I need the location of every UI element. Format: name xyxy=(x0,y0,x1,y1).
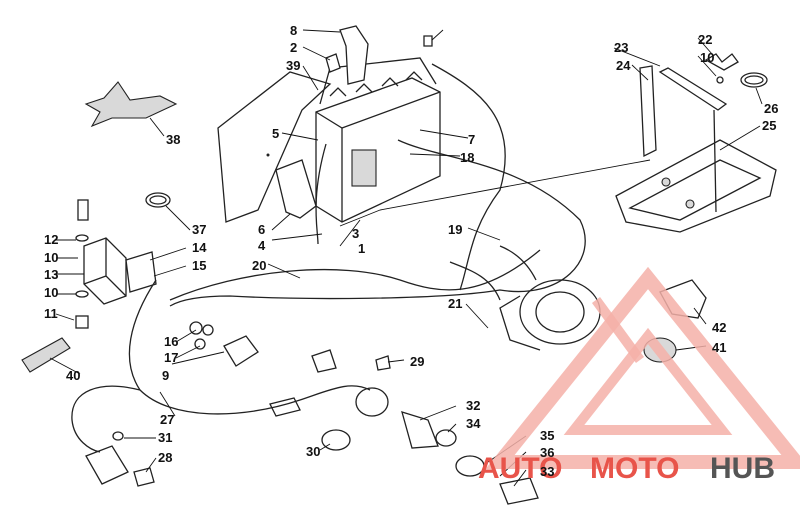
wire-sleeve xyxy=(21,337,71,373)
callout-23: 23 xyxy=(614,40,628,55)
callout-26: 26 xyxy=(764,101,778,116)
callout-25: 25 xyxy=(762,118,776,133)
battery-screw xyxy=(423,35,433,47)
key-switch xyxy=(355,387,539,505)
callout-20: 20 xyxy=(252,258,266,273)
callout-16: 16 xyxy=(164,334,178,349)
clamp-ring-37 xyxy=(145,192,171,208)
callout-7: 7 xyxy=(468,132,475,147)
watermark-text-auto: AUTO xyxy=(478,452,562,485)
starter-motor xyxy=(499,279,601,351)
callout-11: 11 xyxy=(44,306,58,321)
callout-19: 19 xyxy=(448,222,462,237)
callout-29: 29 xyxy=(410,354,424,369)
leader-lines xyxy=(49,29,763,487)
battery-bracket xyxy=(275,159,317,219)
callout-36: 36 xyxy=(540,445,554,460)
callout-41: 41 xyxy=(712,340,726,355)
wing-nut xyxy=(704,53,739,84)
callout-12: 12 xyxy=(44,232,58,247)
battery-cover-pad xyxy=(217,71,332,223)
callout-10-c: 10 xyxy=(700,50,714,65)
snap-ring xyxy=(321,429,351,451)
callout-6: 6 xyxy=(258,222,265,237)
callout-labels: 1 2 3 4 5 6 7 8 9 10 10 10 11 12 13 14 1… xyxy=(44,23,778,479)
callout-3: 3 xyxy=(352,226,359,241)
callout-33: 33 xyxy=(540,464,554,479)
callout-4: 4 xyxy=(258,238,266,253)
callout-37: 37 xyxy=(192,222,206,237)
terminal-boot xyxy=(325,25,369,85)
watermark-logo: AUTO MOTO HUB xyxy=(478,266,800,485)
decal-emblem xyxy=(84,81,178,128)
callout-15: 15 xyxy=(192,258,206,273)
callout-10-a: 10 xyxy=(44,250,58,265)
clamp-ring-26 xyxy=(740,72,768,88)
callout-35: 35 xyxy=(540,428,554,443)
callout-2: 2 xyxy=(290,40,297,55)
callout-21: 21 xyxy=(448,296,462,311)
callout-10-b: 10 xyxy=(44,285,58,300)
callout-5: 5 xyxy=(272,126,279,141)
callout-18: 18 xyxy=(460,150,474,165)
callout-14: 14 xyxy=(192,240,207,255)
callout-30: 30 xyxy=(306,444,320,459)
tray-strap xyxy=(639,65,728,213)
callout-38: 38 xyxy=(166,132,180,147)
solenoid-relay xyxy=(83,237,157,305)
callout-9: 9 xyxy=(162,368,169,383)
callout-32: 32 xyxy=(466,398,480,413)
callout-42: 42 xyxy=(712,320,726,335)
battery xyxy=(315,57,441,223)
watermark-text-moto: MOTO xyxy=(590,452,679,485)
callout-40: 40 xyxy=(66,368,80,383)
callout-39: 39 xyxy=(286,58,300,73)
callout-8: 8 xyxy=(290,23,297,38)
callout-34: 34 xyxy=(466,416,481,431)
terminal-nuts xyxy=(189,321,259,367)
callout-17: 17 xyxy=(164,350,178,365)
callout-1: 1 xyxy=(358,241,365,256)
watermark-text-hub: HUB xyxy=(710,452,775,485)
wiring-harness xyxy=(71,63,586,453)
callout-31: 31 xyxy=(158,430,172,445)
callout-22: 22 xyxy=(698,32,712,47)
callout-27: 27 xyxy=(160,412,174,427)
battery-tray xyxy=(615,139,777,233)
callout-28: 28 xyxy=(158,450,172,465)
callout-24: 24 xyxy=(616,58,631,73)
callout-13: 13 xyxy=(44,267,58,282)
